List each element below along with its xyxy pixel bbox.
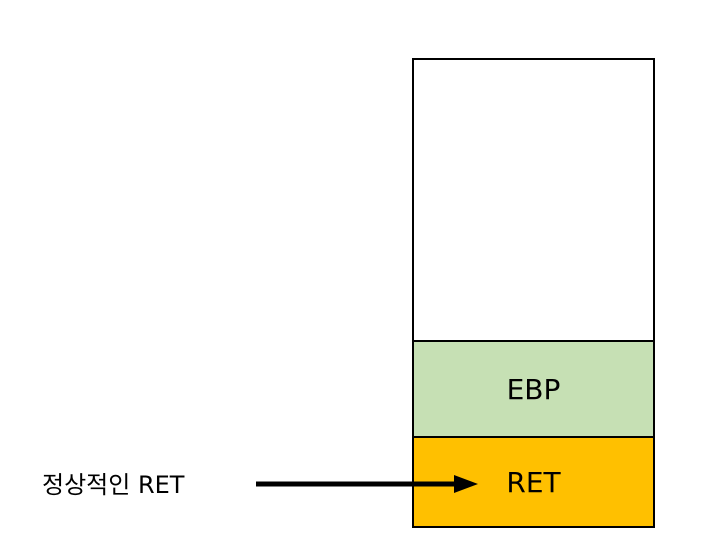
pointer-label: 정상적인 RET: [42, 471, 185, 499]
arrow-head: [454, 475, 478, 493]
stack-cell-empty: [414, 60, 653, 340]
pointer-arrow: [256, 475, 478, 493]
stack-frame: EBP RET: [412, 58, 655, 528]
stack-cell-ret: RET: [414, 436, 653, 526]
stack-cell-ebp: EBP: [414, 340, 653, 436]
